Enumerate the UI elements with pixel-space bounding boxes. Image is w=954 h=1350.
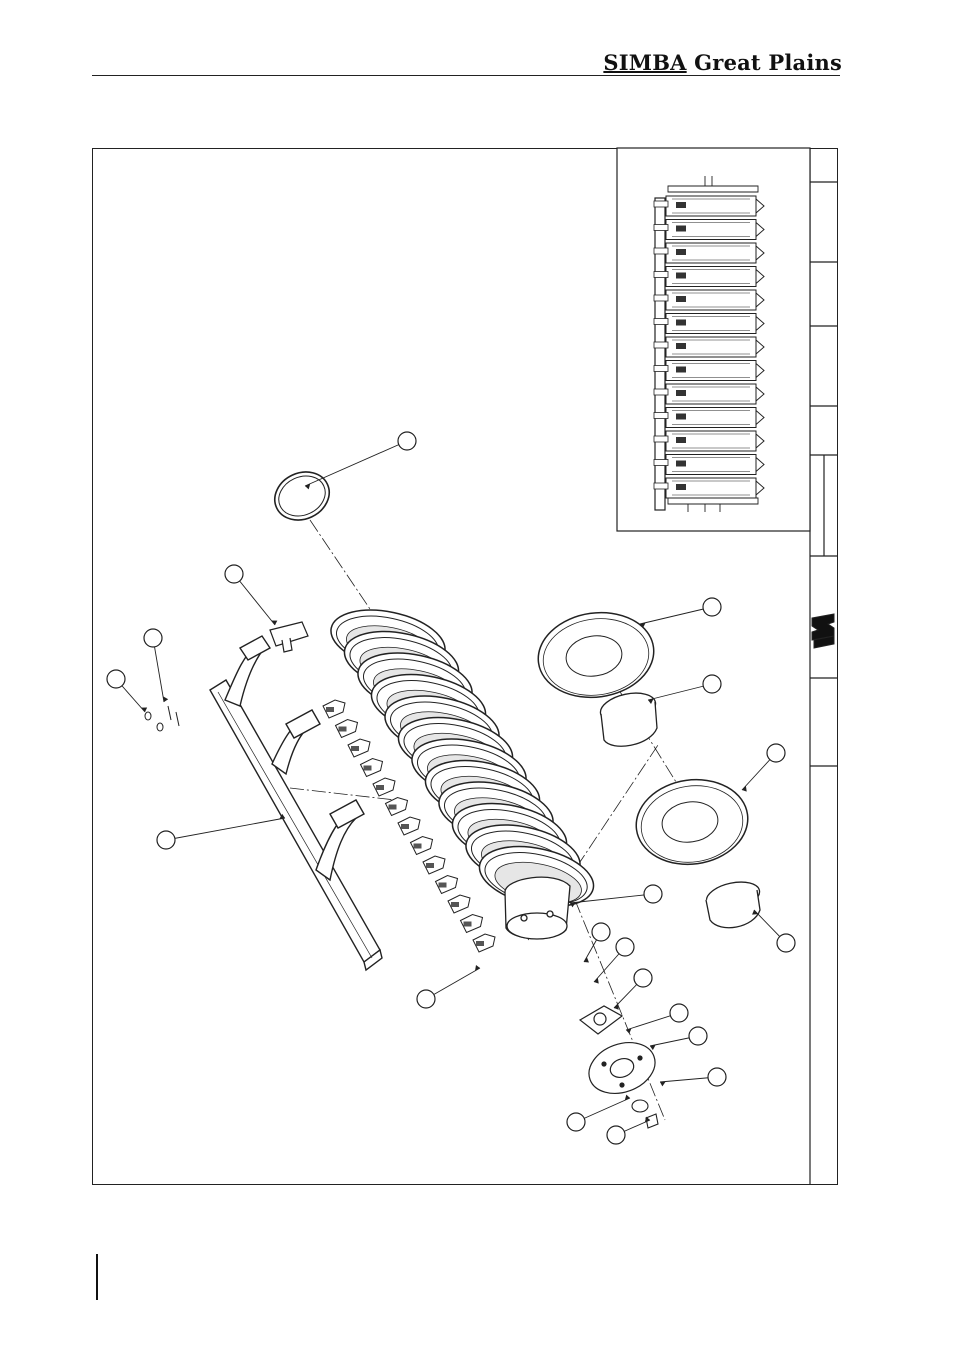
scraper-tine [373,778,395,796]
inset-ring [654,361,764,381]
callout-bubble [634,969,652,987]
callout-leader [305,441,407,486]
scraper-tine [336,720,358,738]
scraper-tine [348,739,370,757]
callout-bubble [616,938,634,956]
title-block [810,148,838,1185]
inset-ring [654,408,764,428]
inset-ring [654,267,764,287]
inset-ring [654,431,764,451]
frame-bar [210,636,382,970]
sleeve-upper [598,688,659,746]
bearing-plate [582,1034,662,1102]
callout-bubble [107,670,125,688]
inset-ring [654,337,764,357]
inset-ring [654,478,764,498]
scraper-tine [361,759,383,777]
callout-bubble [703,598,721,616]
leader-arrowhead [625,1094,631,1100]
callout-bubble [777,934,795,952]
inset-ring [654,455,764,475]
bolt-and-nut [145,706,179,731]
end-hub [505,877,570,939]
callout-bubble [144,629,162,647]
scraper-tine [386,798,408,816]
scraper-tine [473,934,495,952]
bearing-flange [580,1006,622,1034]
end-disc-lower [631,773,754,872]
sleeve-lower [704,878,762,928]
callout-leader [166,818,285,840]
callout-leader [648,684,712,700]
leader-arrowhead [305,483,311,490]
scraper-tine [411,837,433,855]
callout-bubble [607,1126,625,1144]
callout-bubble [398,432,416,450]
inset-ring [654,243,764,263]
callout-bubble [592,923,610,941]
callout-bubble [689,1027,707,1045]
inset-assembly-view [617,148,810,531]
inset-ring [654,290,764,310]
end-disc-upper [533,605,660,704]
inset-ring [654,220,764,240]
inset-ring [654,196,764,216]
scraper-tine [423,856,445,874]
inset-ring [654,384,764,404]
scraper-tine [323,700,345,718]
scraper-tine [448,895,470,913]
scraper-tine [398,817,420,835]
inset-ring [654,314,764,334]
leader-arrowhead [475,965,480,971]
scraper-tine [436,876,458,894]
leader-arrowhead [659,1079,666,1087]
callout-bubble [670,1004,688,1022]
callout-leader [640,607,712,624]
callout-leader [234,574,275,625]
callout-bubble [567,1113,585,1131]
callout-bubble [157,831,175,849]
company-symbol-icon [812,614,834,648]
callout-bubble [417,990,435,1008]
scraper-tine [461,915,483,933]
callout-bubble [767,744,785,762]
callout-bubble [708,1068,726,1086]
page-margin-mark [96,1254,98,1300]
callout-leader [153,638,164,702]
callout-bubble [225,565,243,583]
cap-nut [632,1100,658,1128]
pin [270,622,308,652]
callout-bubble [644,885,662,903]
split-ring-top [267,463,337,528]
leader-arrowhead [161,696,168,703]
callout-bubble [703,675,721,693]
